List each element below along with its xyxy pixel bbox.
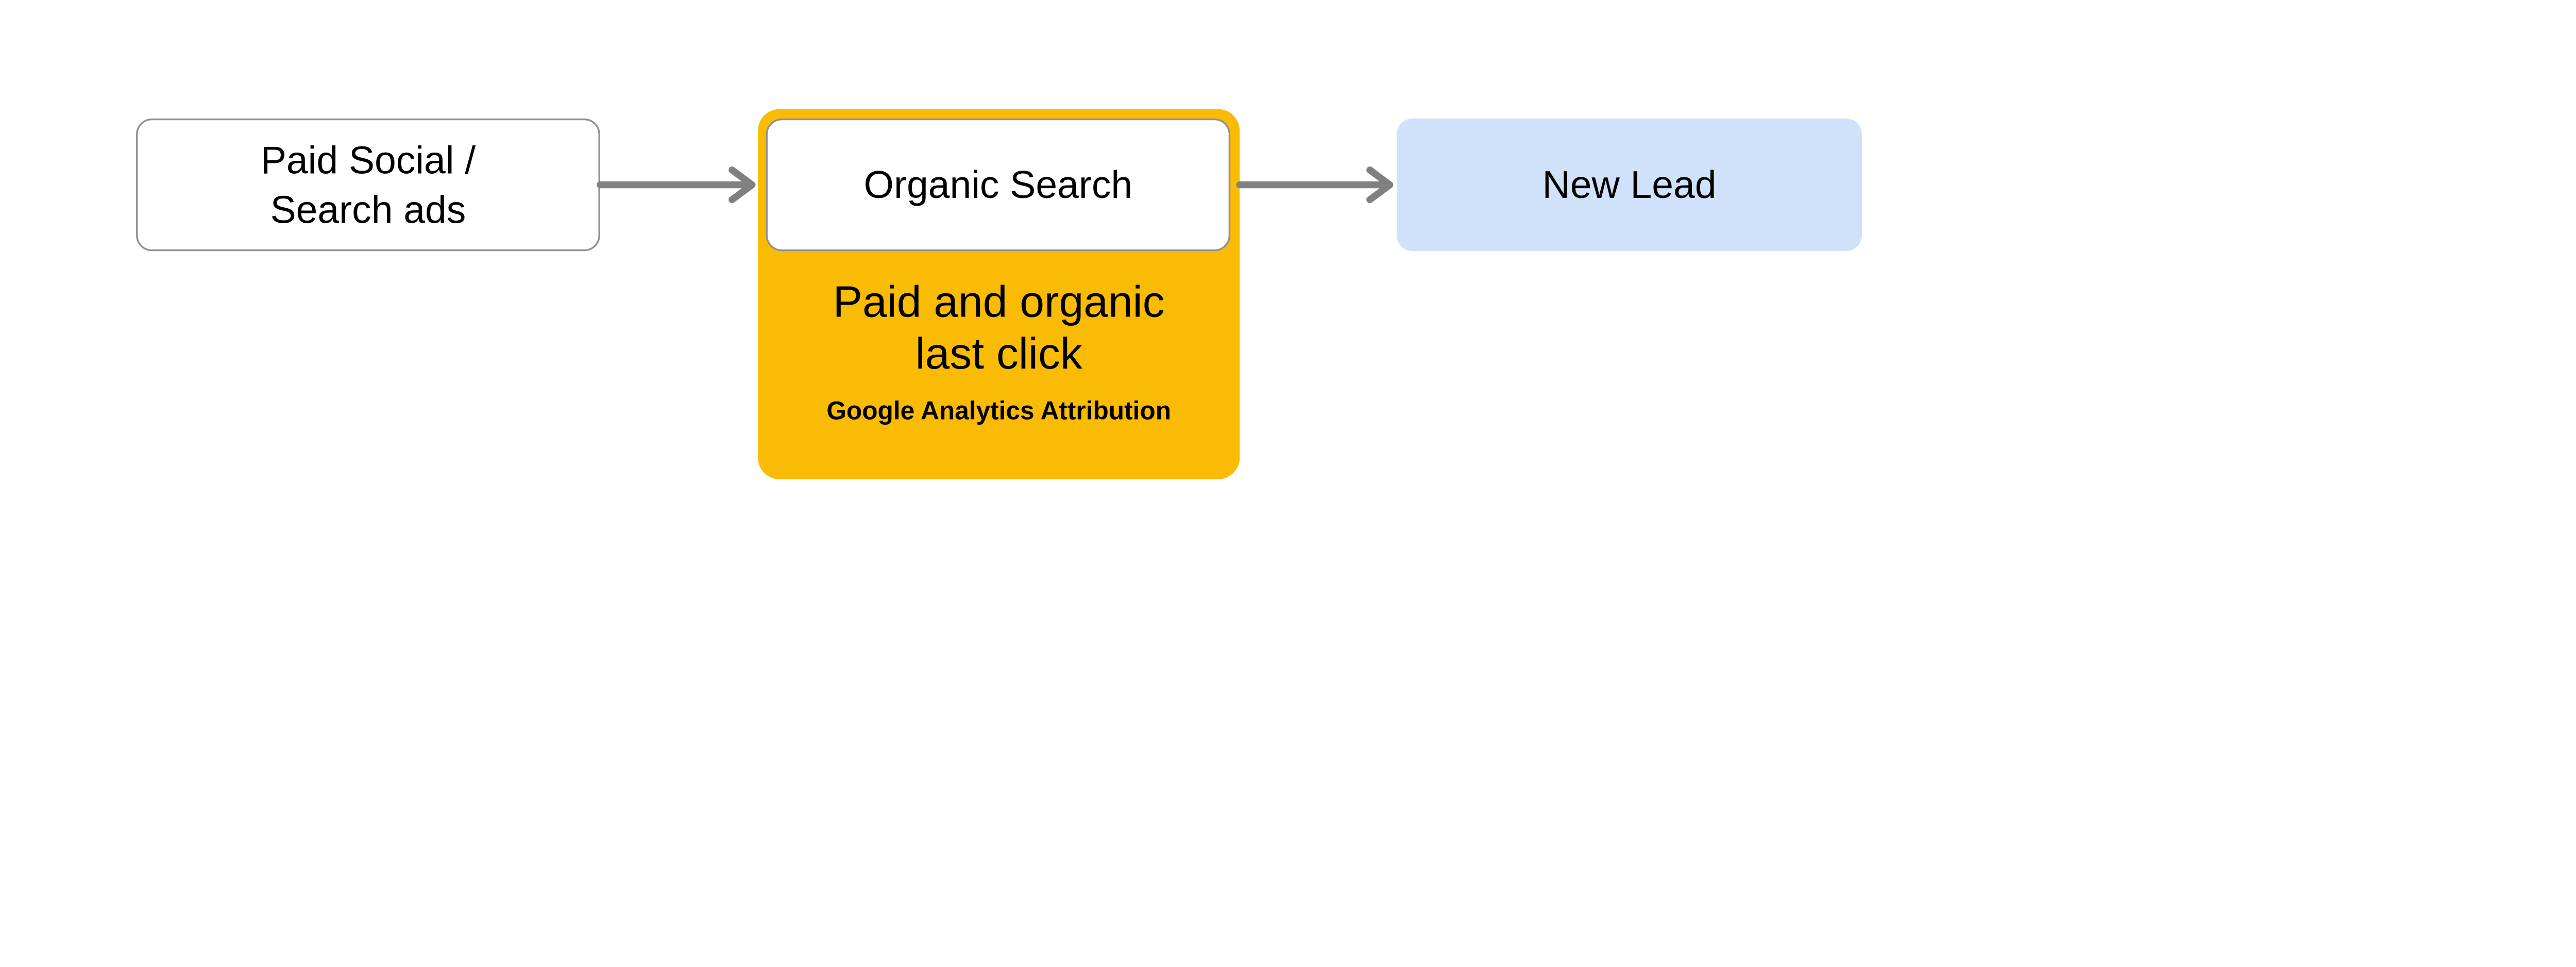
attribution-highlight-group: Organic Search Paid and organic last cli… — [758, 109, 1240, 479]
attribution-caption-subtitle: Google Analytics Attribution — [826, 396, 1171, 425]
diagram-canvas: Paid Social / Search ads Organic Search … — [136, 109, 1862, 479]
attribution-caption: Paid and organic last click Google Analy… — [758, 251, 1240, 479]
attribution-caption-title-line-1: Paid and organic — [833, 277, 1165, 327]
edge-source-to-channel — [597, 162, 756, 207]
node-source-label-line-1: Paid Social / — [260, 138, 476, 182]
node-source-label-line-2: Search ads — [270, 188, 466, 231]
node-channel-label: Organic Search — [863, 163, 1133, 207]
attribution-caption-title: Paid and organic last click — [833, 276, 1165, 380]
edge-channel-to-goal — [1236, 162, 1394, 207]
node-goal-label: New Lead — [1542, 163, 1717, 207]
canvas-scaler: Paid Social / Search ads Organic Search … — [136, 109, 1862, 479]
node-new-lead[interactable]: New Lead — [1397, 118, 1862, 252]
arrow-right-icon — [597, 166, 756, 204]
node-paid-social-search-ads[interactable]: Paid Social / Search ads — [136, 118, 600, 252]
arrow-right-icon — [1236, 166, 1394, 204]
node-organic-search[interactable]: Organic Search — [766, 118, 1231, 252]
attribution-caption-title-line-2: last click — [915, 328, 1082, 378]
